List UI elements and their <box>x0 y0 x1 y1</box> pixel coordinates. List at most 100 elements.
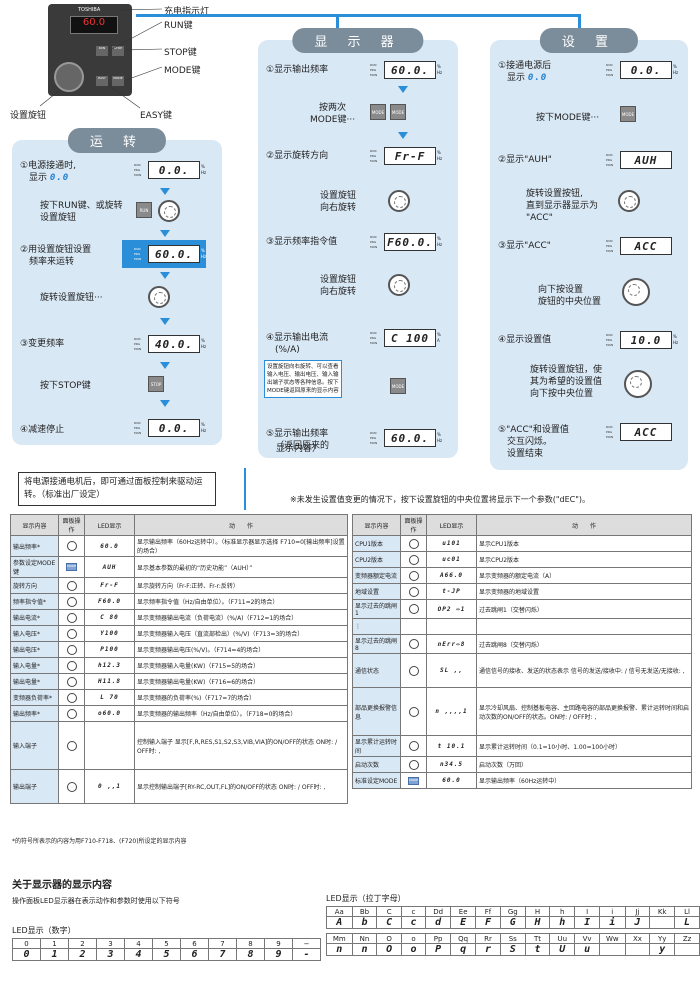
dial-rotate-press-icon <box>624 370 652 398</box>
row-op <box>58 769 85 804</box>
led-cell: i <box>599 906 626 917</box>
left-footnote: *的符号所表示的内容为用F710-F718、(F720)所设定的显示内容 <box>12 838 187 845</box>
led-cell: t <box>524 943 551 956</box>
table-row: 输出电压* P100 显示变频器输出电压(%/V)。（F714=4的场合） <box>10 641 348 658</box>
dial-icon <box>66 740 77 751</box>
run-step2b-text: 旋转设置旋钮··· <box>40 293 103 303</box>
dial-icon <box>408 604 419 614</box>
dial-icon <box>408 639 419 649</box>
run-step3b-text: 按下STOP键 <box>40 381 91 391</box>
dial-icon <box>408 706 419 717</box>
setup-step5: ⑤"ACC"和设置值交互闪烁。设置结束 <box>498 425 569 459</box>
row-desc: 显示变频器输入电量(KW)（F715=5的场合） <box>134 657 348 674</box>
led-cell: 6 <box>180 948 209 961</box>
table-row: ⋮ <box>352 618 692 635</box>
row-led: AUH <box>84 556 135 578</box>
led-cell: E <box>450 916 477 929</box>
row-op <box>58 625 85 642</box>
row-op <box>58 705 85 722</box>
led-cell: I <box>574 916 601 929</box>
led-cell <box>624 943 651 956</box>
led-cell: 2 <box>68 948 97 961</box>
mon-step4: ④显示输出电流(%/A) <box>266 333 329 355</box>
led-cell: 4 <box>124 938 153 949</box>
footnote-top: ※未发生设置值变更的情况下，按下设置旋钮的中央位置将显示下一个参数("dEC")… <box>290 495 591 504</box>
row-op <box>400 567 427 584</box>
led-cell: S <box>499 943 526 956</box>
row-op <box>58 577 85 594</box>
led-cell: O <box>376 933 402 944</box>
row-led <box>426 618 477 635</box>
setup-step3b: 向下按设置旋钮的中央位置 <box>538 285 602 307</box>
led-cell: n <box>351 943 378 956</box>
setup-step2b: 旋转设置按钮,直到显示器显示为"ACC" <box>526 189 599 223</box>
run-key[interactable]: RUN <box>96 46 108 56</box>
led-cell: Ee <box>450 906 477 917</box>
row-op <box>58 641 85 658</box>
led-cell: 2 <box>68 938 97 949</box>
row-desc: 过去跳闸8（交替闪烁） <box>476 634 692 654</box>
row-led: nErr⇔8 <box>426 634 477 654</box>
dial-icon <box>66 781 77 792</box>
row-name: 输出频率* <box>10 535 59 557</box>
led-cell: Qq <box>450 933 477 944</box>
label-easy: EASY键 <box>140 111 173 121</box>
run-title: 运 转 <box>67 128 167 153</box>
led-cell: 9 <box>264 938 293 949</box>
row-name: 部品更换报警信息 <box>352 687 401 736</box>
led-cell: Nn <box>351 933 378 944</box>
led-cell: Aa <box>326 906 353 917</box>
led-cell: 1 <box>40 948 69 961</box>
led-cell: L <box>674 916 700 929</box>
mode-key-icon-2: MODE <box>390 104 406 120</box>
setup-step4: ④显示设置值 <box>498 335 552 345</box>
mode-key-icon: MODE <box>66 563 77 571</box>
led-cell: 8 <box>236 948 265 961</box>
row-op <box>400 653 427 688</box>
table-row: 变频器额定电流 A66.0 显示变频器的额定电流（A） <box>352 567 692 584</box>
alpha-title: LED显示（拉丁字母） <box>326 894 406 903</box>
flow-arrow-down2 <box>578 14 581 28</box>
row-desc <box>476 618 692 635</box>
led-cell: 9 <box>264 948 293 961</box>
row-desc: 显示变频器的额定电流（A） <box>476 567 692 584</box>
led-cell: Mm <box>326 933 353 944</box>
table-row: 输入电压* Y100 显示变频器输入电压（直流部检出）(%/V)（F713=3的… <box>10 625 348 642</box>
led-cell: H <box>524 906 551 917</box>
led-cell: J <box>624 916 651 929</box>
flow-arrow-line <box>136 14 581 17</box>
stop-key[interactable]: STOP <box>112 46 124 56</box>
led-cell: Xx <box>624 933 651 944</box>
led-cell: Dd <box>425 906 452 917</box>
led-cell: Uu <box>549 933 576 944</box>
row-name: 频率指令值* <box>10 593 59 610</box>
row-desc: 过去跳闸1（交替闪烁） <box>476 599 692 619</box>
led-cell: I <box>574 906 601 917</box>
setup-step1: ①接通电源后显示 0.0 <box>498 61 552 83</box>
mode-key[interactable]: MODE <box>112 76 124 86</box>
setup-step1b: 按下MODE键··· <box>536 113 600 123</box>
row-led: o60.0 <box>84 705 135 722</box>
brand-label: TOSHIBA <box>78 7 101 13</box>
led-cell: 3 <box>96 948 125 961</box>
label-dial: 设置旋钮 <box>10 111 47 121</box>
table-row: 输入电量* h12.3 显示变频器输入电量(KW)（F715=5的场合） <box>10 657 348 674</box>
led-cell: F <box>475 916 501 929</box>
row-op <box>400 599 427 619</box>
row-name: 输出频率* <box>10 705 59 722</box>
setting-dial[interactable] <box>54 62 84 92</box>
row-name: 标准设定MODE <box>352 772 401 789</box>
easy-key[interactable]: EASY <box>96 76 108 86</box>
row-op <box>58 609 85 626</box>
row-op <box>58 535 85 557</box>
mon-step5-line3: 显示内容） <box>276 444 322 454</box>
row-desc: 显示频率指令值（Hz/自由单位）。（F711=2的场合） <box>134 593 348 610</box>
led-cell: h <box>549 916 576 929</box>
